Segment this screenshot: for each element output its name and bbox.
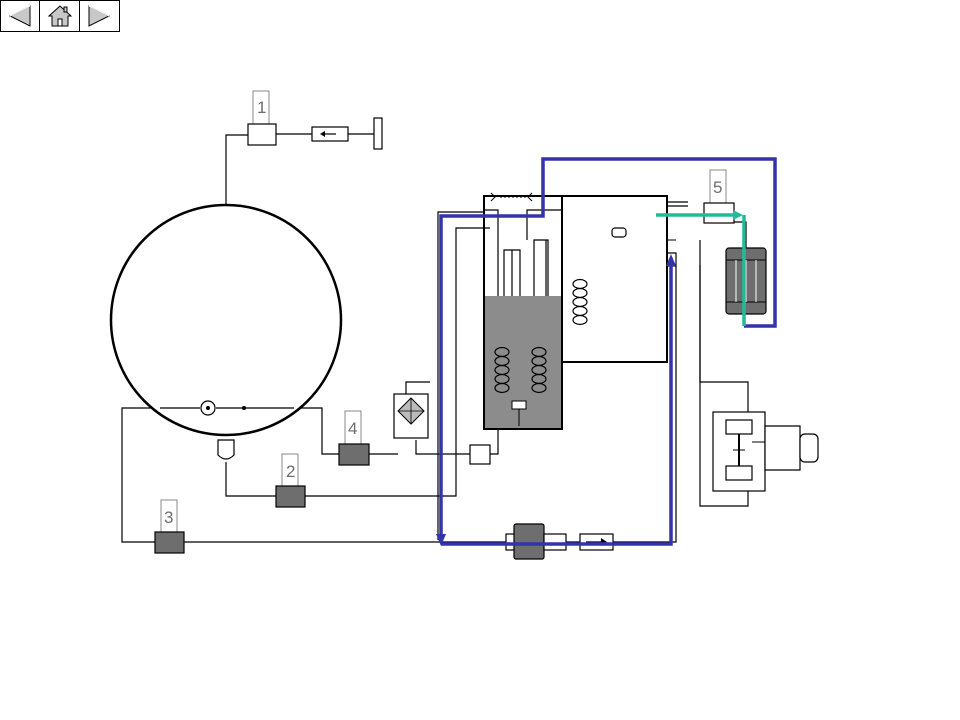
heating-coil-left bbox=[494, 346, 510, 394]
blue-arrow-up bbox=[666, 254, 676, 266]
vessel-drain bbox=[217, 439, 235, 460]
device-3: 3 bbox=[154, 499, 185, 554]
back-button[interactable] bbox=[1, 1, 41, 31]
device-1: 1 bbox=[247, 90, 277, 146]
motor bbox=[725, 247, 767, 315]
storage-vessel bbox=[109, 203, 343, 437]
condenser-coil bbox=[572, 278, 588, 326]
device-2-label: 2 bbox=[286, 462, 295, 481]
circulation-pump bbox=[505, 523, 567, 560]
device-5-label: 5 bbox=[713, 178, 722, 197]
small-valve bbox=[469, 444, 491, 465]
filter-unit bbox=[393, 393, 429, 439]
highlighted-teal-line bbox=[656, 213, 746, 326]
condenser-tank bbox=[561, 195, 676, 363]
highlighted-flow-loop bbox=[439, 157, 777, 546]
home-button[interactable] bbox=[40, 1, 80, 31]
centrifuge-pump bbox=[712, 411, 819, 492]
forward-button[interactable] bbox=[80, 1, 119, 31]
flow-indicator bbox=[311, 126, 349, 142]
device-4-label: 4 bbox=[348, 419, 357, 438]
triangle-left-icon bbox=[9, 5, 31, 27]
device-5: 5 bbox=[703, 169, 735, 224]
device-2: 2 bbox=[275, 453, 306, 508]
valve-handle bbox=[373, 117, 383, 150]
blue-arrow-down bbox=[436, 534, 446, 546]
bottom-flow-indicator bbox=[579, 533, 614, 551]
triangle-right-icon bbox=[88, 5, 111, 27]
device-1-label: 1 bbox=[257, 98, 266, 117]
heating-coil-right bbox=[531, 346, 547, 394]
device-3-label: 3 bbox=[164, 508, 173, 527]
teal-arrow-right bbox=[733, 210, 743, 220]
home-icon bbox=[47, 5, 72, 27]
navigation-bar bbox=[0, 0, 120, 32]
reaction-tank bbox=[483, 192, 563, 430]
device-4: 4 bbox=[338, 410, 370, 466]
